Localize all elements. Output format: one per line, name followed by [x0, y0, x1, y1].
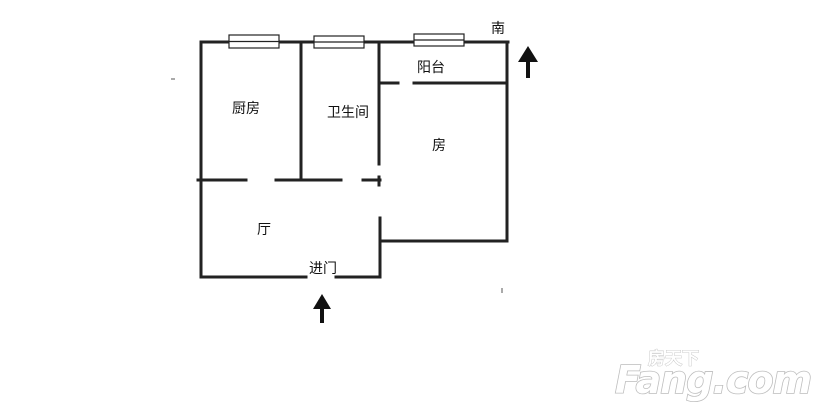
fang-logo: 房天下 Fang.com [614, 348, 813, 403]
room-label-bathroom: 卫生间 [327, 105, 369, 121]
watermark-chinese: 房天下 [648, 348, 699, 369]
entrance-arrow-icon [313, 294, 331, 323]
room-label-balcony: 阳台 [417, 60, 445, 76]
walls [196, 40, 510, 279]
room-label-living-room: 厅 [257, 222, 271, 238]
room-label-kitchen: 厨房 [232, 101, 260, 117]
direction-label: 南 [491, 21, 505, 37]
windows [228, 33, 465, 49]
north-arrow-icon [518, 46, 538, 78]
room-label-bedroom: 房 [432, 138, 446, 154]
watermark-latin: Fang.com [615, 358, 811, 402]
entrance-label: 进门 [309, 261, 337, 277]
